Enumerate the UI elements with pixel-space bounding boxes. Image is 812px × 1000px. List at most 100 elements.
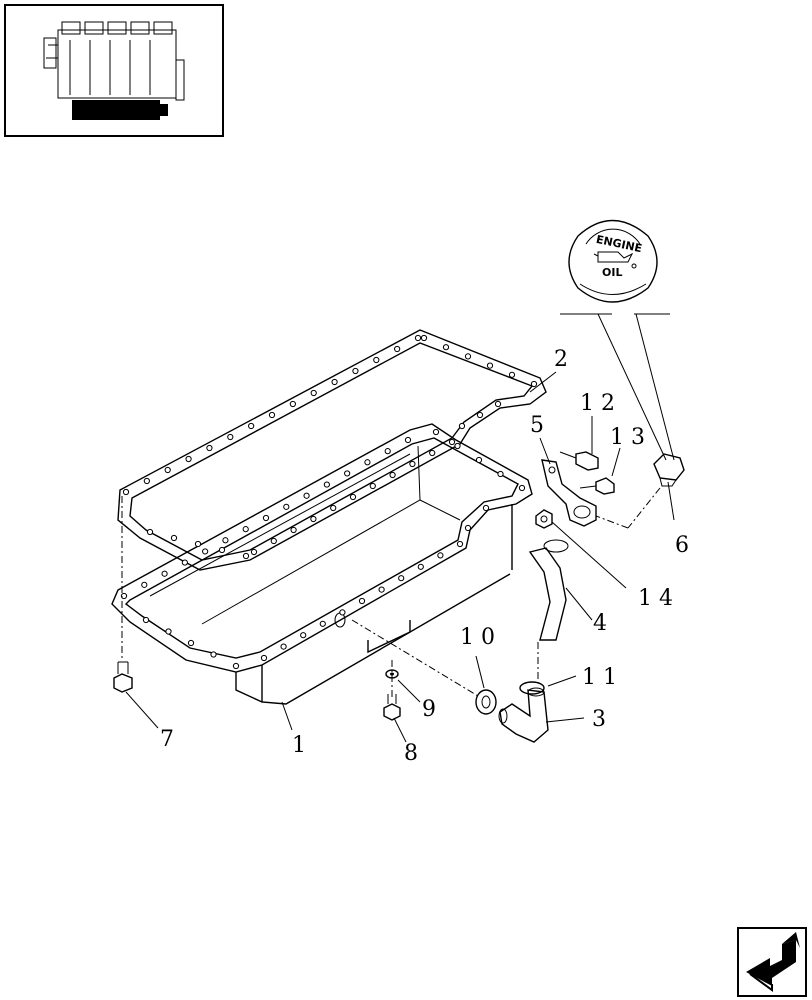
bolt-hole	[227, 433, 234, 441]
bolt-hole	[404, 436, 412, 444]
bolt-hole	[289, 400, 296, 408]
bolt-hole	[339, 609, 346, 616]
bolt-13	[579, 477, 615, 495]
bolt-hole	[187, 639, 195, 647]
bolt-hole	[364, 459, 371, 466]
bolt-hole	[464, 353, 472, 360]
bolt-hole	[262, 514, 270, 522]
bolt-hole	[290, 526, 297, 534]
bolt-hole	[120, 592, 128, 600]
bolt-hole	[373, 356, 380, 364]
dipstick-tube	[528, 539, 569, 680]
callout-5: 5	[530, 413, 544, 438]
bolt-hole	[280, 643, 287, 650]
bolt-hole	[330, 504, 337, 512]
bolt-hole	[242, 526, 249, 533]
bolt-hole	[331, 378, 338, 386]
bolt-hole	[349, 493, 357, 501]
bolt-hole	[260, 654, 268, 662]
bolt-hole	[414, 334, 422, 342]
bolt-hole	[194, 540, 202, 548]
bolt-hole	[242, 552, 250, 560]
bolt-hole	[352, 367, 359, 375]
bolt-hole	[394, 345, 401, 353]
bolt-hole	[122, 488, 130, 496]
bolt-hole	[464, 524, 472, 532]
bolt-hole	[319, 620, 326, 627]
bolt-hole	[232, 662, 240, 670]
bolt-hole	[417, 563, 424, 570]
bolt-hole	[185, 455, 192, 463]
bolt-hole	[458, 422, 466, 430]
engine-thumbnail-icon[interactable]	[4, 4, 224, 137]
bolt-hole	[323, 481, 330, 488]
bolt-holes	[120, 334, 538, 670]
callouts: 2 5 1 2 1 3 6 1 4 4 1 0 1 1 3 9 8 7 1	[160, 347, 689, 766]
tube-bracket	[541, 459, 597, 527]
callout-6: 6	[675, 533, 689, 558]
drain-plug	[383, 694, 401, 721]
bolt-hole	[202, 548, 209, 555]
center-lines	[121, 496, 479, 700]
oil-can-icon	[593, 251, 637, 269]
bolt-hole	[409, 460, 416, 468]
bolt-hole	[210, 651, 217, 658]
bolt-hole	[310, 515, 317, 523]
o-ring	[519, 681, 545, 695]
stud	[113, 661, 133, 693]
callout-10: 1 0	[460, 625, 495, 650]
bolt-hole	[384, 448, 391, 455]
bolt-hole	[518, 484, 526, 492]
oil-pan	[111, 423, 533, 705]
bolt-hole	[344, 470, 351, 477]
bolt-hole	[268, 411, 276, 419]
bolt-hole	[378, 586, 385, 593]
bolt-hole	[250, 548, 258, 556]
bolt-hole	[456, 540, 464, 548]
bolt-hole	[165, 628, 172, 635]
bolt-hole	[429, 449, 436, 457]
bolt-hole	[181, 559, 188, 566]
nut	[535, 509, 553, 529]
next-page-arrow-icon[interactable]	[737, 927, 807, 997]
bolt-hole	[497, 470, 504, 478]
callout-7: 7	[160, 727, 174, 752]
bolt-hole	[369, 482, 376, 490]
bolt-hole	[508, 371, 516, 378]
bolt-hole	[389, 471, 396, 479]
bolt-hole	[420, 334, 428, 342]
bolt-hole	[300, 632, 307, 639]
bolt-hole	[442, 344, 450, 351]
oil-pan-gasket	[117, 329, 547, 571]
callout-2: 2	[554, 347, 568, 372]
callout-8: 8	[404, 741, 418, 766]
bolt-hole	[161, 570, 168, 577]
bolt-hole	[248, 422, 255, 430]
bolt-hole	[142, 616, 150, 624]
bolt-hole	[358, 597, 366, 605]
callout-4: 4	[593, 611, 607, 636]
callout-12: 1 2	[580, 391, 615, 416]
bolt-hole	[141, 581, 148, 588]
bolt-hole	[270, 537, 277, 545]
bolt-hole	[432, 428, 440, 436]
oil-cap-bottom-text: OIL	[602, 266, 622, 279]
bolt-hole	[303, 492, 310, 499]
callout-13: 1 3	[610, 425, 645, 450]
bolt-hole	[454, 442, 461, 450]
bolt-hole	[206, 444, 213, 452]
bolt-12	[559, 451, 599, 471]
callout-11: 1 1	[582, 665, 617, 690]
callout-1: 1	[292, 733, 306, 758]
bolt-hole	[143, 477, 150, 485]
bolt-hole	[482, 504, 490, 512]
bolt-hole	[448, 438, 456, 446]
bolt-hole	[530, 380, 538, 388]
bolt-hole	[475, 456, 483, 464]
bolt-hole	[310, 389, 317, 397]
bolt-hole	[486, 362, 494, 369]
bolt-hole	[476, 411, 484, 419]
callout-3: 3	[592, 707, 606, 732]
bolt-hole	[398, 575, 405, 582]
